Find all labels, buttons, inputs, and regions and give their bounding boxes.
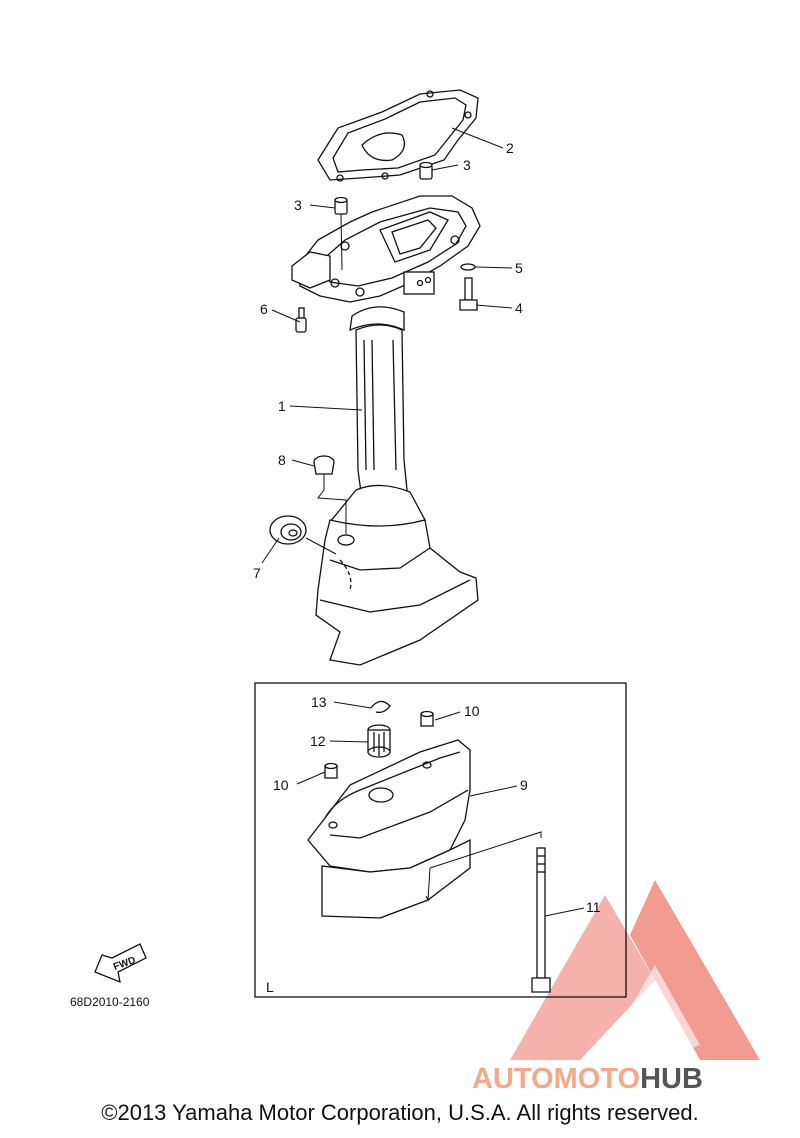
inset-label: L [266,979,274,995]
callout-9: 9 [520,777,528,793]
callout-4: 4 [515,300,523,316]
grommet-part-7 [269,515,307,545]
part-code: 68D2010-2160 [70,995,150,1009]
copyright-notice: ©2013 Yamaha Motor Corporation, U.S.A. A… [101,1100,699,1125]
bolt-guide-line [425,831,542,902]
upper-casing-skirt [315,519,479,666]
watermark-text-hub: HUB [640,1063,703,1095]
plug-part-8 [313,455,335,475]
watermark-triangle-left [510,895,655,1060]
leader-lines [261,127,585,917]
upper-casing-flange [291,195,481,303]
callout-5: 5 [515,260,523,276]
callout-13: 13 [311,694,327,710]
callout-8: 8 [278,452,286,468]
bolt-part-4 [459,277,478,311]
bolt-part-11 [531,847,551,993]
watermark-text-automoto: AUTOMOTO [472,1063,640,1095]
gasket-part-2 [317,89,479,182]
watermark-triangle-right [630,880,760,1060]
callout-3-left: 3 [294,197,302,213]
washer-part-5 [460,263,476,271]
drive-shaft-bushing-part-12 [367,724,391,758]
upper-casing-part-1 [328,306,426,528]
callout-11: 11 [586,899,601,915]
callout-12: 12 [310,733,326,749]
circlip-part-13 [370,700,391,714]
callout-3-right: 3 [463,157,471,173]
callout-10-right: 10 [464,703,480,719]
inset-frame [254,682,627,998]
grommet-part-6 [295,307,307,333]
watermark-text: AUTOMOTOHUB [472,1063,703,1095]
callout-2: 2 [506,140,514,156]
collar-part-10-right [420,710,434,727]
collar-part-3-right [419,161,433,180]
extension-part-9 [307,739,471,919]
watermark-logo [510,880,760,1060]
callout-7: 7 [253,565,261,581]
collar-part-3-left [334,196,348,215]
collar-part-10-left [324,762,338,779]
callout-6: 6 [260,301,268,317]
callout-1: 1 [278,398,286,414]
callout-10-left: 10 [273,777,289,793]
forward-arrow-icon: FWD [94,943,147,984]
watermark-triangle-inner [600,965,700,1060]
